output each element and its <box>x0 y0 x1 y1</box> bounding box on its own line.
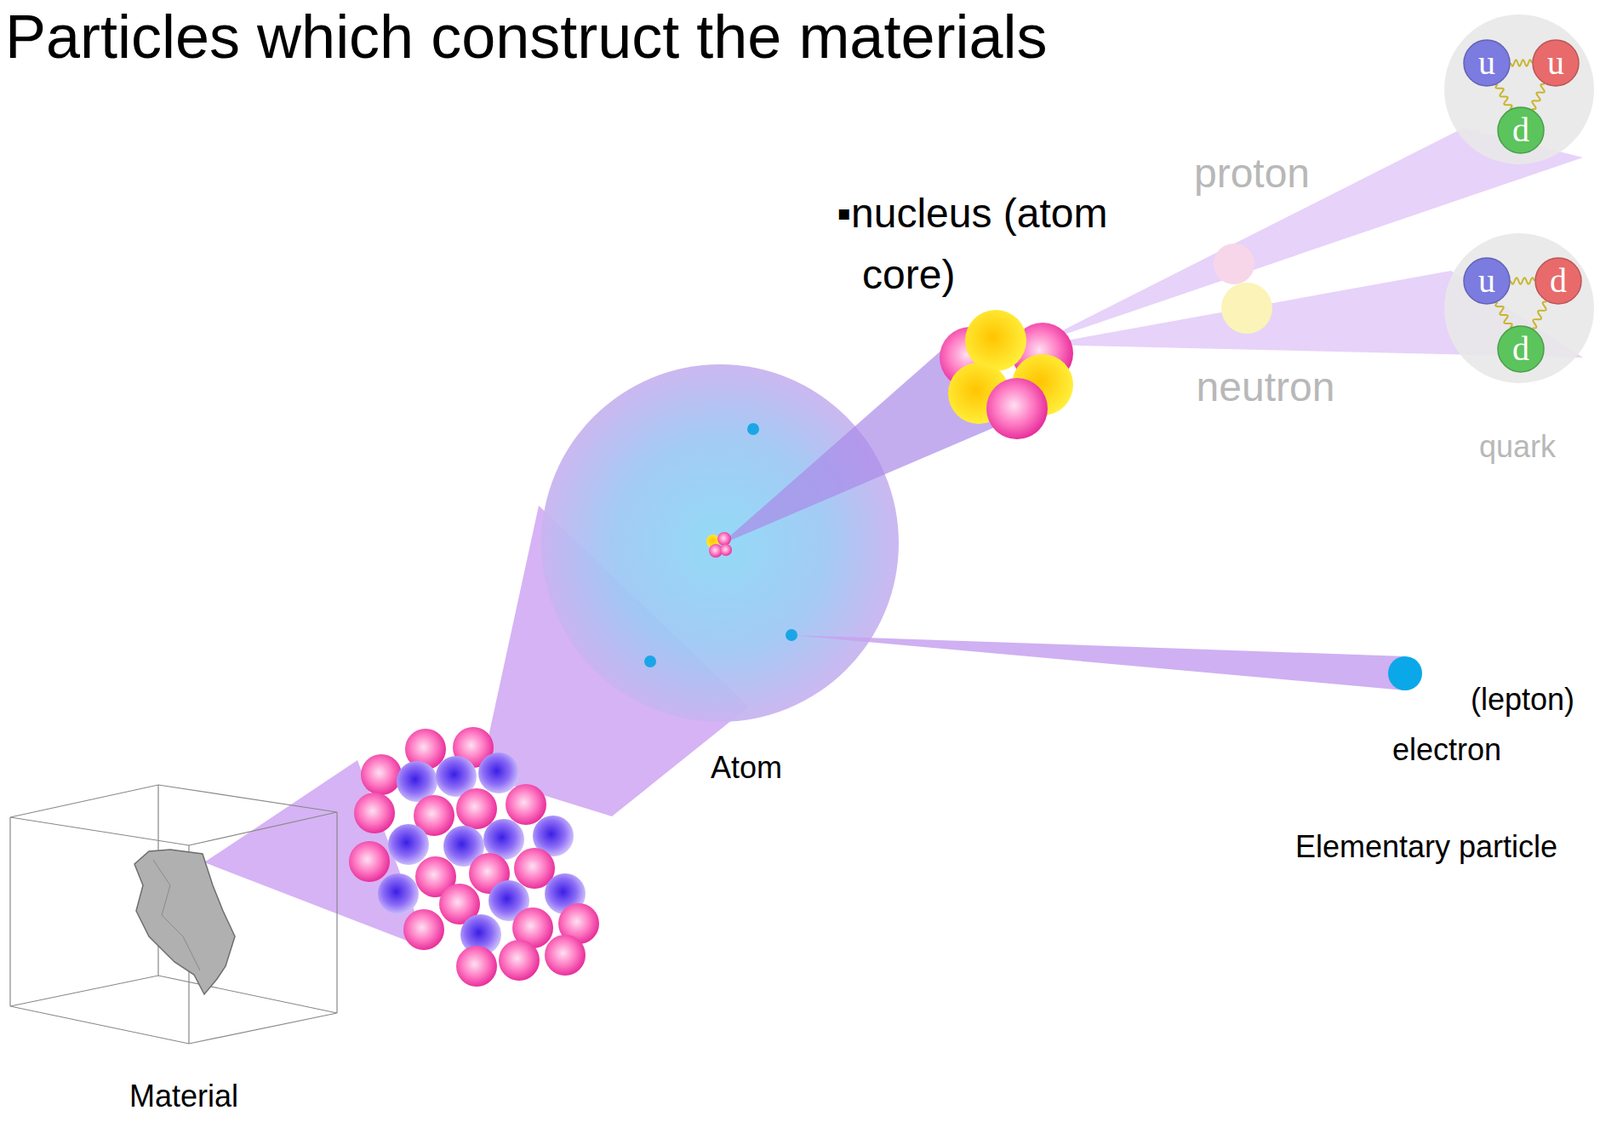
atom-sphere <box>360 754 402 795</box>
electron-big <box>1388 656 1423 691</box>
quark-disc <box>1463 257 1510 304</box>
atom-sphere <box>456 788 498 829</box>
quark-group-circle <box>1444 14 1595 165</box>
gluon-line <box>1495 84 1512 109</box>
particle-name: neutron <box>1196 362 1336 412</box>
particle-name: Material <box>129 1077 239 1115</box>
atom-sphere <box>377 873 419 915</box>
quark-disc <box>1497 107 1544 154</box>
quark-letter: d <box>1497 113 1545 148</box>
atom-sphere <box>456 945 498 987</box>
zoom-beam <box>720 336 1039 545</box>
particle-name: ▪nucleus (atom core) <box>836 182 1143 306</box>
nucleus-dot <box>717 531 732 546</box>
quark-letter: u <box>1531 45 1580 80</box>
quark-circle: d <box>1534 257 1583 305</box>
atom-sphere <box>478 752 520 794</box>
quark-circle: u <box>1462 257 1511 305</box>
quark-circle: u <box>1462 39 1511 87</box>
quark-letter: u <box>1462 263 1511 298</box>
atom-sphere <box>388 823 429 865</box>
quark-circle: d <box>1497 106 1545 155</box>
rock-texture <box>153 859 200 971</box>
atom-sphere <box>505 783 547 825</box>
atom-sphere <box>544 934 586 976</box>
proton-sphere <box>986 377 1048 440</box>
quark-disc <box>1532 40 1579 86</box>
electron-dot <box>747 422 760 435</box>
neutron-sphere <box>965 309 1027 372</box>
atom-cluster <box>348 726 600 987</box>
quark-letter: d <box>1497 331 1545 366</box>
box-bottom <box>10 975 338 1044</box>
category-label: Elementary particle <box>1295 828 1558 865</box>
atom-sphere <box>348 840 390 882</box>
box-top <box>10 784 338 846</box>
particle-name: proton <box>1194 148 1310 199</box>
quark-group-circle <box>1444 233 1595 383</box>
neutron-ball <box>1221 282 1273 334</box>
quark-disc <box>1497 325 1544 372</box>
particle-class: (lepton) <box>1470 680 1575 718</box>
title: Particles which construct the materials <box>5 3 1047 71</box>
electron-dot <box>644 655 657 668</box>
gluon-line <box>1495 302 1512 328</box>
quark-disc <box>1463 40 1510 86</box>
box-edge <box>9 817 11 1006</box>
particle-name: electron <box>1392 731 1502 768</box>
zoom-beam <box>791 634 1406 691</box>
nucleus-dot <box>720 543 732 556</box>
gluon-line <box>1510 59 1532 66</box>
rock <box>134 849 235 995</box>
proton-ball <box>1213 243 1255 285</box>
material-box <box>10 784 338 1044</box>
atom-circle <box>541 364 899 722</box>
atom-sphere <box>354 792 395 834</box>
electron-dot <box>785 628 798 641</box>
gluon-line <box>1510 277 1535 284</box>
gluon-line <box>1531 84 1545 109</box>
box-edge <box>336 811 338 1013</box>
particle-name: quark <box>1479 428 1556 465</box>
quark-circle: u <box>1531 39 1580 87</box>
particle-name: Atom <box>710 748 783 786</box>
quark-circle: d <box>1497 325 1545 373</box>
atom-sphere <box>498 939 540 981</box>
atom-sphere <box>403 908 445 950</box>
quark-letter: u <box>1462 45 1511 80</box>
quark-letter: d <box>1534 263 1583 298</box>
gluon-line <box>1531 301 1547 328</box>
quark-disc <box>1535 257 1582 304</box>
